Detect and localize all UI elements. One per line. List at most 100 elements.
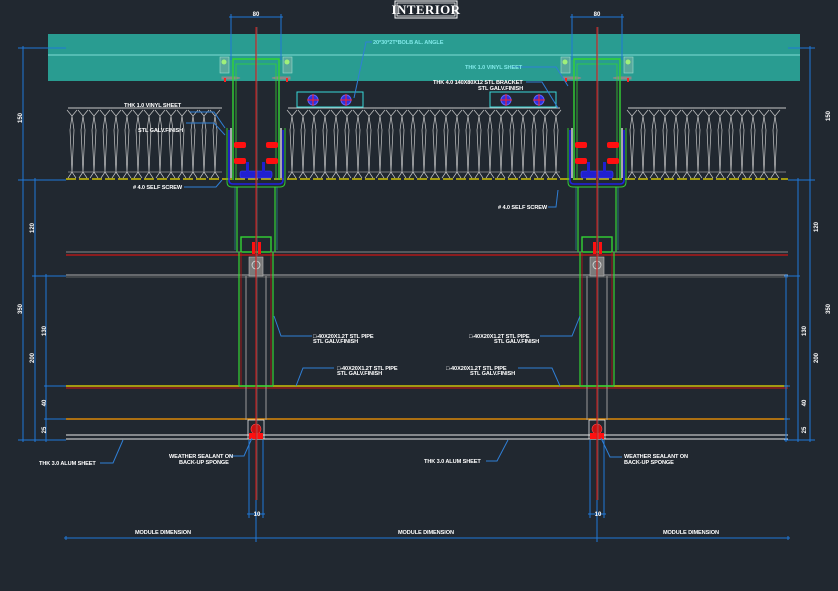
dim-left-mid-inner: 130 <box>42 325 48 336</box>
insulation-fold <box>363 109 375 179</box>
dim-right-overall: 350 <box>826 303 832 314</box>
dimension-tick <box>21 438 25 442</box>
insulation-fold <box>110 109 122 179</box>
insulation-fold <box>495 109 507 179</box>
dimension-tick <box>279 15 283 19</box>
fastener <box>224 78 288 82</box>
screw-icon <box>266 158 278 164</box>
insulation-layer <box>66 107 786 179</box>
dimension-tick <box>808 438 812 442</box>
screw-icon <box>607 142 619 148</box>
dim-left-lower-b: 25 <box>42 426 48 433</box>
clip-right <box>282 56 293 74</box>
dimension-tick <box>33 178 37 182</box>
insulation-fold <box>88 109 100 179</box>
dim-mullion-right: 80 <box>594 12 601 18</box>
label-pipe-d-2: STL GALV.FINISH <box>470 371 515 377</box>
label-module-right: MODULE DIMENSION <box>663 530 719 536</box>
label-screw-left: # 4.0 SELF SCREW <box>133 185 183 191</box>
leader-vinyl-right <box>510 66 569 87</box>
clip-icon <box>284 59 290 65</box>
drawing-title: INTERIOR <box>392 2 461 17</box>
mullions <box>219 27 634 500</box>
insulation-block <box>66 107 222 179</box>
dimension-tick <box>33 438 37 442</box>
dimension-tick <box>602 512 606 516</box>
label-sealant-left-1: WEATHER SEALANT ON <box>169 454 233 460</box>
label-pipe-b-2: STL GALV.FINISH <box>337 371 382 377</box>
insulation-fold <box>462 109 474 179</box>
leader-alum-right <box>486 439 509 462</box>
leader-lines <box>100 41 622 464</box>
label-galv-left: STL GALV.FINISH <box>138 128 183 134</box>
insulation-fold <box>429 109 441 179</box>
dimension-lines <box>18 14 815 542</box>
leader-vinyl-left <box>190 111 226 129</box>
bracket-right <box>489 91 557 108</box>
label-pipe-a-2: STL GALV.FINISH <box>313 339 358 345</box>
insulation-fold <box>637 109 649 179</box>
clip-left <box>219 56 230 74</box>
insulation-fold <box>484 109 496 179</box>
insulation-fold <box>451 109 463 179</box>
dimension-tick <box>784 384 788 388</box>
mullion-lower-edge <box>575 187 619 250</box>
insulation-fold <box>626 109 638 179</box>
leader-galv-left <box>186 122 226 136</box>
insulation-fold <box>198 109 210 179</box>
dimension-tick <box>33 274 37 278</box>
dim-right-lower-a: 40 <box>802 399 808 406</box>
dim-joint-left: 10 <box>254 512 261 518</box>
screw-icon <box>607 158 619 164</box>
dimension-tick <box>796 274 800 278</box>
insulation-fold <box>506 109 518 179</box>
insulation-fold <box>725 109 737 179</box>
insulation-block <box>626 107 786 179</box>
insulation-fold <box>440 109 452 179</box>
insulation-fold <box>681 109 693 179</box>
insulation-block <box>286 107 562 179</box>
leader-angle <box>353 41 372 99</box>
dim-right-lower-b: 25 <box>802 426 808 433</box>
label-sealant-right-1: WEATHER SEALANT ON <box>624 454 688 460</box>
mullion-lower <box>577 187 617 252</box>
insulation-fold <box>330 109 342 179</box>
leader-bracket-right <box>526 81 559 109</box>
insulation-fold <box>539 109 551 179</box>
foot-fastener <box>599 242 602 254</box>
label-module-center: MODULE DIMENSION <box>398 530 454 536</box>
title-block: INTERIOR <box>392 0 461 19</box>
insulation-fold <box>473 109 485 179</box>
screw-icon <box>266 142 278 148</box>
leader-screw-right <box>548 189 559 208</box>
insulation-fold <box>121 109 133 179</box>
dim-left-lower-a: 40 <box>42 399 48 406</box>
insulation-fold <box>396 109 408 179</box>
dimension-tick <box>44 384 48 388</box>
insulation-fold <box>517 109 529 179</box>
dim-left-top: 150 <box>18 112 24 123</box>
label-pipe-a-1: □-40X20X1.2T STL PIPE <box>313 334 374 340</box>
pipe-inner <box>245 276 267 420</box>
dimension-tick <box>786 536 790 540</box>
dimension-tick <box>784 274 788 278</box>
insulation-fold <box>703 109 715 179</box>
insulation-fold <box>407 109 419 179</box>
dimension-tick <box>570 15 574 19</box>
insulation-fold <box>714 109 726 179</box>
insulation-fold <box>758 109 770 179</box>
pipe-red <box>581 252 613 386</box>
dim-joint-right: 10 <box>595 512 602 518</box>
insulation-fold <box>132 109 144 179</box>
insulation-fold <box>550 109 562 179</box>
insulation-fold <box>659 109 671 179</box>
mullion-assembly <box>560 27 634 500</box>
label-screw-right: # 4.0 SELF SCREW <box>498 205 548 211</box>
dimension-tick <box>21 46 25 50</box>
dimension-tick <box>64 536 68 540</box>
label-module-left: MODULE DIMENSION <box>135 530 191 536</box>
dimension-tick <box>21 178 25 182</box>
insulation-fold <box>769 109 781 179</box>
insulation-fold <box>418 109 430 179</box>
